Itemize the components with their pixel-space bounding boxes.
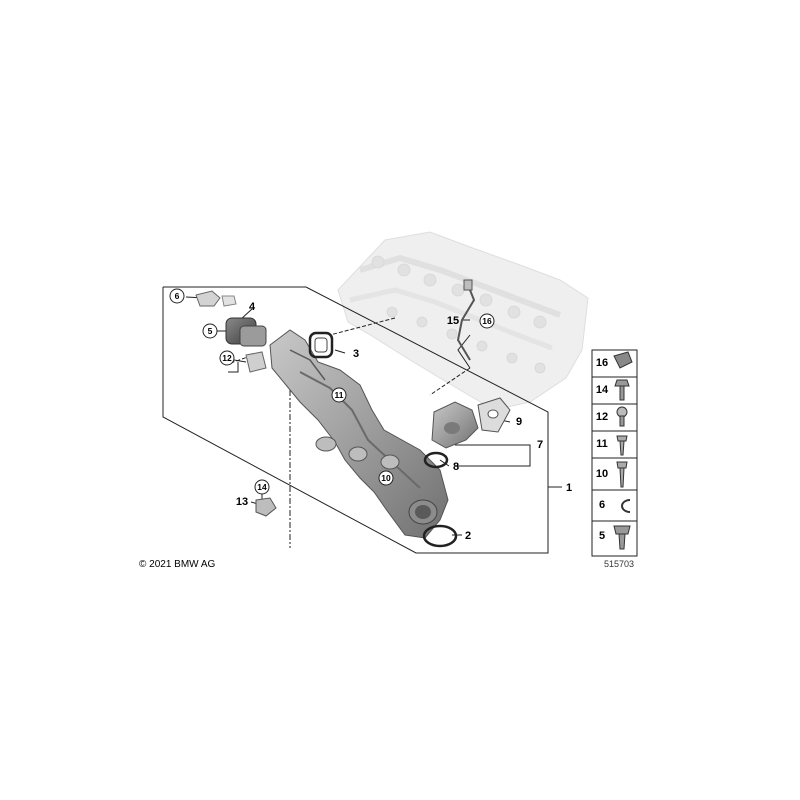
callout-14: 14	[257, 482, 267, 492]
long-screw-icon	[616, 461, 628, 488]
callout-9: 9	[516, 416, 522, 428]
o-ring-part-2	[422, 524, 458, 548]
svg-text:10: 10	[596, 468, 608, 480]
callout-15: 15	[447, 315, 459, 327]
egr-valve	[431, 397, 511, 449]
callout-1: 1	[566, 482, 572, 494]
callout-11: 11	[335, 390, 344, 400]
svg-text:16: 16	[596, 357, 608, 369]
svg-text:12: 12	[596, 411, 608, 423]
bracket-part	[245, 351, 267, 373]
svg-text:14: 14	[596, 384, 609, 396]
svg-text:5: 5	[599, 530, 605, 542]
callout-8: 8	[453, 461, 459, 473]
callout-13: 13	[236, 496, 248, 508]
leader-lines	[185, 296, 531, 548]
throttle-actuator	[225, 317, 267, 347]
callout-5: 5	[208, 326, 213, 336]
legend-item: 11	[596, 435, 628, 456]
copyright-text: © 2021 BMW AG	[139, 559, 216, 570]
callout-3: 3	[353, 348, 359, 360]
sensor-pipe	[456, 279, 476, 361]
legend-item: 16	[596, 351, 633, 369]
connector-part	[195, 290, 237, 307]
retaining-clip-icon	[621, 499, 631, 513]
document-number: 515703	[604, 559, 635, 569]
legend-item: 12	[596, 406, 628, 427]
fastener-legend: 16 14 12 11 10 6 5	[591, 349, 638, 557]
assembly-outline	[162, 286, 562, 554]
callout-7: 7	[537, 439, 543, 451]
svg-text:11: 11	[596, 438, 608, 450]
callout-12: 12	[222, 353, 232, 363]
legend-item: 6	[599, 499, 631, 513]
callout-labels: 6 4 5 12 3 11 10 2 8 7 9 1 15 16 13 14	[169, 288, 572, 542]
screw-icon	[616, 435, 628, 456]
svg-text:6: 6	[599, 499, 605, 511]
o-ring-part-8	[423, 451, 449, 469]
gasket-part-3	[308, 331, 334, 359]
intake-manifold	[269, 329, 449, 539]
legend-item: 14	[596, 379, 630, 401]
callout-16: 16	[482, 316, 492, 326]
sensor-part-13	[255, 497, 277, 517]
bolt-icon	[614, 379, 630, 401]
flange-bolt-icon	[613, 525, 631, 550]
cylinder-head-block	[337, 231, 589, 411]
callout-6: 6	[175, 291, 180, 301]
callout-10: 10	[381, 473, 391, 483]
callout-4: 4	[249, 301, 256, 313]
clip-icon	[613, 351, 633, 369]
legend-item: 5	[599, 525, 631, 550]
callout-2: 2	[465, 530, 471, 542]
legend-item: 10	[596, 461, 628, 488]
